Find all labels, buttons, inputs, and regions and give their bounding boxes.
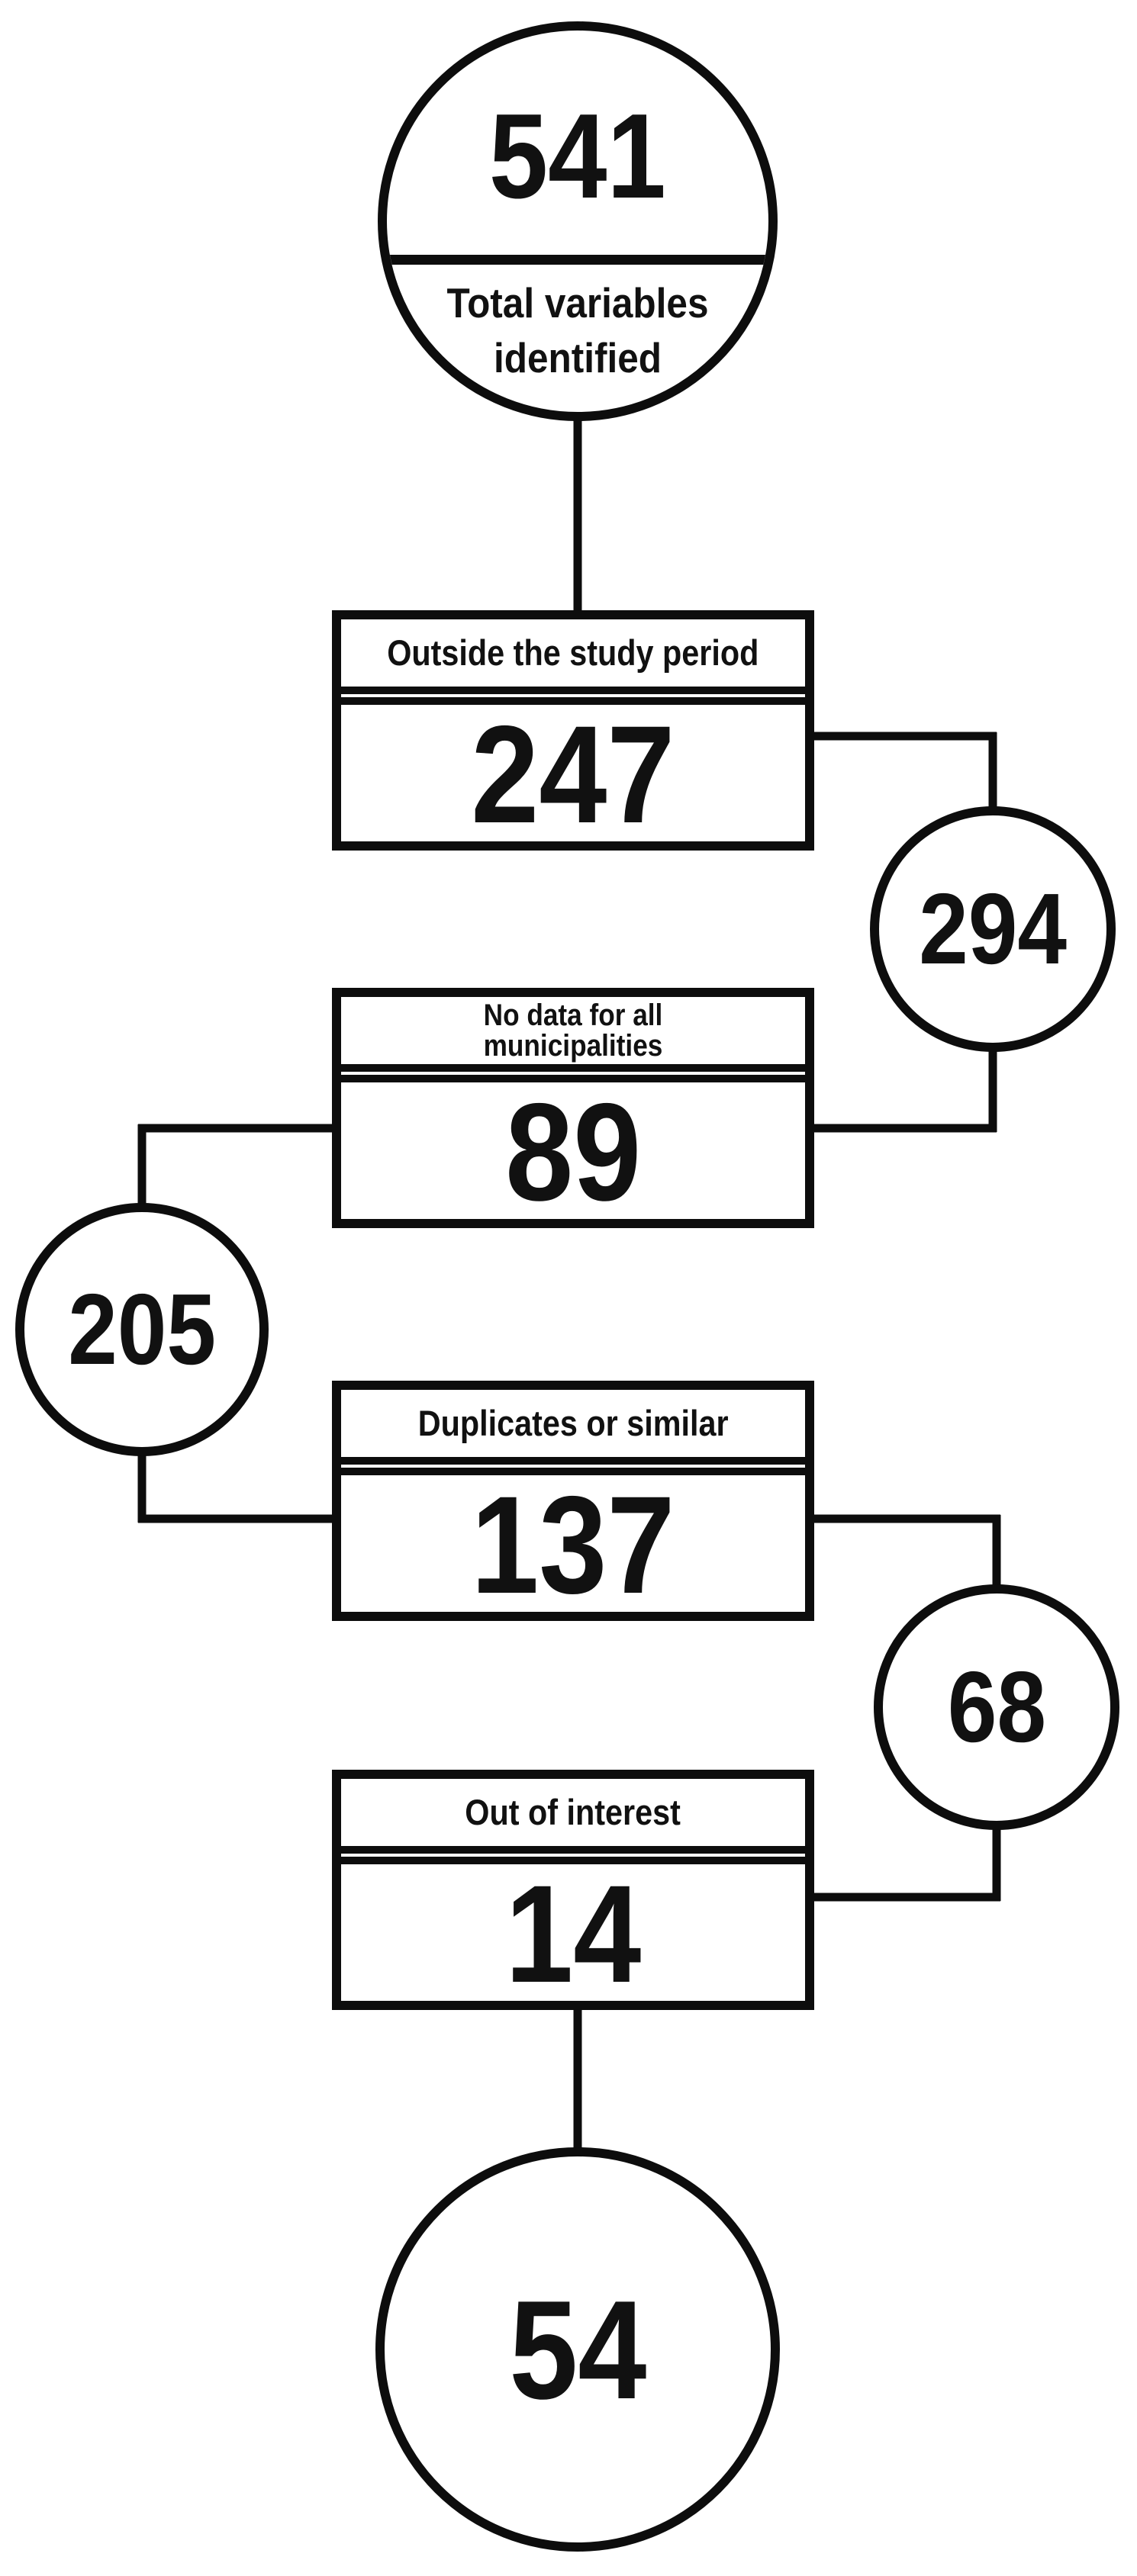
remaining-circle-2-value: 205 <box>68 1273 216 1385</box>
exclusion-box-4-value: 14 <box>504 1856 642 2012</box>
remaining-circle-3-value: 68 <box>947 1651 1046 1763</box>
total-label-text: Total variables identified <box>446 279 709 381</box>
exclusion-box-1-value: 247 <box>471 696 675 852</box>
total-variables-circle: 541 Total variables identified <box>378 21 778 421</box>
exclusion-box-1: Outside the study period 247 <box>332 610 814 851</box>
exclusion-box-2-value: 89 <box>504 1074 642 1230</box>
exclusion-box-2-body: 89 <box>341 1075 805 1221</box>
total-value-text: 541 <box>489 88 666 224</box>
exclusion-box-3-body: 137 <box>341 1468 805 1614</box>
exclusion-box-2-label: No data for all municipalities <box>483 999 663 1063</box>
exclusion-box-2: No data for all municipalities 89 <box>332 988 814 1228</box>
exclusion-box-2-header: No data for all municipalities <box>341 997 805 1072</box>
exclusion-box-1-header: Outside the study period <box>341 619 805 694</box>
total-label: Total variables identified <box>387 276 768 385</box>
exclusion-box-4-label: Out of interest <box>465 1791 681 1832</box>
remaining-circle-2: 205 <box>15 1203 269 1456</box>
exclusion-box-3-label: Duplicates or similar <box>417 1402 729 1443</box>
exclusion-box-3: Duplicates or similar 137 <box>332 1381 814 1621</box>
total-value: 541 <box>387 61 768 252</box>
exclusion-box-1-body: 247 <box>341 697 805 844</box>
exclusion-box-3-header: Duplicates or similar <box>341 1390 805 1465</box>
remaining-circle-3: 68 <box>874 1584 1119 1830</box>
final-variables-circle: 54 <box>375 2147 780 2552</box>
remaining-circle-1-value: 294 <box>919 873 1067 985</box>
exclusion-box-4-body: 14 <box>341 1857 805 2003</box>
final-value-text: 54 <box>508 2271 647 2428</box>
exclusion-box-1-label: Outside the study period <box>387 632 759 673</box>
exclusion-box-4: Out of interest 14 <box>332 1770 814 2010</box>
exclusion-box-3-value: 137 <box>471 1467 675 1622</box>
exclusion-box-4-header: Out of interest <box>341 1779 805 1854</box>
total-circle-divider <box>387 255 768 265</box>
remaining-circle-1: 294 <box>870 806 1116 1052</box>
